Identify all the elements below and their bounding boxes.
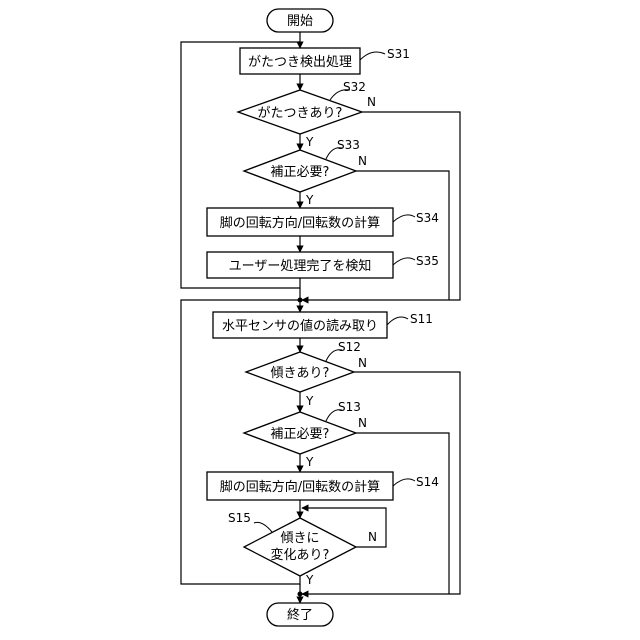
start-label: 開始: [287, 14, 313, 29]
step-leader: [393, 258, 415, 265]
process-s11-text: 水平センサの値の読み取り: [222, 318, 378, 334]
process-s34-text: 脚の回転方向/回転数の計算: [220, 215, 380, 231]
start-terminal: 開始: [267, 9, 333, 32]
step-id-s15: S15: [228, 511, 251, 525]
decision-s12: 傾きあり? S12 N Y: [246, 340, 367, 408]
decision-s15-text-line2: 変化あり?: [271, 547, 330, 563]
yes-label: Y: [305, 573, 314, 587]
decision-s32-text: がたつきあり?: [258, 106, 343, 121]
yes-label: Y: [305, 193, 314, 207]
step-id-s11: S11: [410, 312, 433, 326]
end-junction: [298, 592, 303, 597]
no-label: N: [358, 356, 367, 370]
step-leader: [360, 52, 385, 60]
decision-s13-text: 補正必要?: [271, 427, 330, 442]
decision-s13: 補正必要? S13 N Y: [244, 400, 367, 469]
step-id-s14: S14: [416, 475, 439, 489]
process-s14: 脚の回転方向/回転数の計算 S14: [207, 472, 439, 500]
step-id-s31: S31: [387, 47, 410, 61]
no-branch-line: [356, 433, 449, 594]
step-id-s32: S32: [343, 80, 366, 94]
process-s34: 脚の回転方向/回転数の計算 S34: [207, 208, 439, 236]
process-s31-text: がたつき検出処理: [248, 55, 352, 70]
process-s35: ユーザー処理完了を検知 S35: [207, 252, 439, 278]
step-leader: [393, 479, 415, 486]
step-id-s34: S34: [416, 211, 439, 225]
step-id-s35: S35: [416, 254, 439, 268]
process-s14-text: 脚の回転方向/回転数の計算: [220, 479, 380, 495]
end-label: 終了: [287, 607, 313, 623]
yes-label: Y: [305, 394, 314, 408]
decision-s33-text: 補正必要?: [271, 165, 330, 180]
step-id-s12: S12: [338, 340, 361, 354]
no-label: N: [367, 95, 376, 109]
step-leader: [393, 215, 415, 222]
end-terminal: 終了: [267, 603, 333, 626]
merge-junction: [298, 298, 303, 303]
decision-s12-text: 傾きあり?: [271, 366, 330, 381]
process-s11: 水平センサの値の読み取り S11: [213, 312, 433, 338]
no-label: N: [358, 154, 367, 168]
step-id-s13: S13: [338, 400, 361, 414]
process-s31: がたつき検出処理 S31: [240, 47, 410, 74]
process-s35-text: ユーザー処理完了を検知: [229, 258, 372, 274]
yes-label: Y: [305, 135, 314, 149]
step-id-s33: S33: [337, 138, 360, 152]
no-label: N: [368, 530, 377, 544]
step-leader: [387, 317, 408, 325]
decision-s15: 傾きに 変化あり? S15 N Y: [228, 511, 377, 587]
yes-label: Y: [305, 455, 314, 469]
decision-s15-text-line1: 傾きに: [280, 531, 319, 546]
no-label: N: [358, 416, 367, 430]
step-leader: [254, 522, 272, 532]
